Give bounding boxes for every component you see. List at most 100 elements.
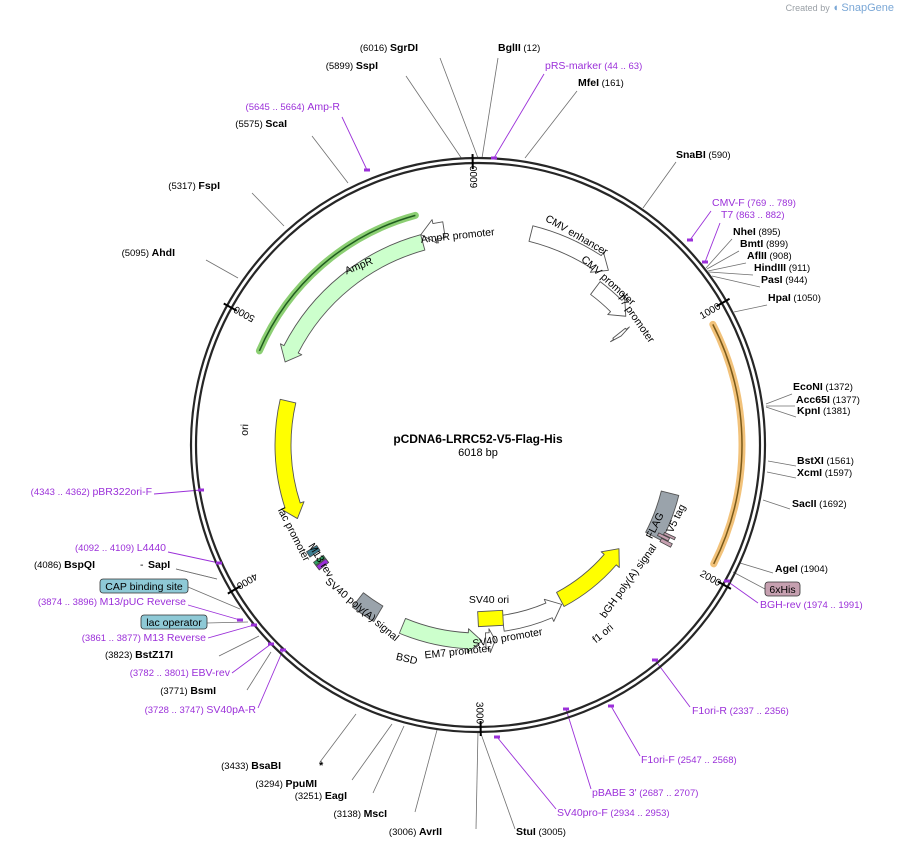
tick-label-2000: 2000 <box>698 569 723 590</box>
site-connector-bglii <box>481 57 499 159</box>
primer-connector-amp-r <box>341 116 368 171</box>
site-position: (3005) <box>536 827 566 838</box>
primer-range: (863 .. 882) <box>733 210 784 221</box>
site-name: AvrII <box>419 826 442 838</box>
site-connector-stui <box>479 730 516 830</box>
site-connector-avrii <box>475 730 479 830</box>
site-label-snabi: SnaBI (590) <box>676 149 731 161</box>
site-name: EcoNI <box>793 381 823 393</box>
primer-name: M13/pUC Reverse <box>100 596 187 608</box>
primer-mark-t7 <box>702 260 708 264</box>
plasmid-size: 6018 bp <box>458 447 498 459</box>
primer-name: SV40pro-F <box>557 807 608 819</box>
primer-mark-pbabe-3 <box>563 707 569 711</box>
site-name: KpnI <box>797 405 820 417</box>
lac-operator-block <box>312 554 326 566</box>
site-connector-bmti <box>706 250 740 270</box>
tick-mark-1000 <box>716 297 731 308</box>
primer-label-t7: T7 (863 .. 882) <box>721 209 785 221</box>
feature-arrows <box>255 211 746 654</box>
tick-mark-2000 <box>717 580 732 590</box>
green-highlight-line <box>258 214 416 352</box>
box-connector-6xhis <box>732 571 766 590</box>
feature-label-sv40-poly-a-signal: SV40 poly(A) signal <box>323 575 401 643</box>
primer-label-prs-marker: pRS-marker (44 .. 63) <box>545 60 642 72</box>
box-connector-lac-operator <box>206 621 249 624</box>
primer-name: CMV-F <box>712 197 745 209</box>
feature-ampr-promoter <box>420 219 446 244</box>
primer-mark-ebv-rev <box>268 642 274 646</box>
m13-rev-block <box>315 558 330 571</box>
primer-label-sv40pa-r: (3728 .. 3747) SV40pA-R <box>145 704 257 716</box>
primer-connector-sv40pro-f <box>496 736 557 810</box>
box-cap-binding-site <box>99 578 189 594</box>
site-position: (590) <box>706 150 731 161</box>
flag-tag-block <box>663 531 676 541</box>
site-name: PpuMI <box>286 778 318 790</box>
site-connector-bsmi <box>246 651 272 691</box>
feature-label-bsd: BSD <box>395 651 419 668</box>
site-position: (1377) <box>830 395 860 406</box>
site-label-agei: AgeI (1904) <box>775 563 828 575</box>
snapgene-logo-icon: ◖ <box>832 2 839 14</box>
site-label-sspi: (5899) SspI <box>326 60 378 72</box>
site-position: (3138) <box>334 809 364 820</box>
box-lac-operator <box>140 614 208 630</box>
site-label-mfei: MfeI (161) <box>578 77 624 89</box>
orange-highlight-line <box>712 324 743 565</box>
site-label-xcmi: XcmI (1597) <box>797 467 852 479</box>
site-connector-agei <box>739 562 774 574</box>
site-position: (3823) <box>105 650 135 661</box>
primer-range: (769 .. 789) <box>745 198 796 209</box>
site-label-pasi: PasI (944) <box>761 274 807 286</box>
primer-range: (2337 .. 2356) <box>727 706 789 717</box>
primer-range: (2934 .. 2953) <box>608 808 670 819</box>
primer-label-m13-reverse: (3861 .. 3877) M13 Reverse <box>82 632 206 644</box>
site-position: (1597) <box>822 468 852 479</box>
site-connector-hindiii <box>708 271 754 276</box>
credit-brand: SnapGene <box>841 2 894 14</box>
primer-name: M13 Reverse <box>144 632 207 644</box>
primer-mark-bgh-rev <box>724 579 730 583</box>
site-name: HpaI <box>768 292 791 304</box>
backbone-inner-ring <box>194 161 762 729</box>
primer-mark-cmv-f <box>687 238 693 242</box>
primer-connector-ebv-rev <box>231 643 272 674</box>
site-name: MfeI <box>578 77 599 89</box>
site-connector-snabi <box>642 161 677 209</box>
site-label-bstz17i: (3823) BstZ17I <box>105 649 173 661</box>
site-label-sacii: SacII (1692) <box>792 498 847 510</box>
feature-ampr <box>279 234 426 363</box>
site-name: SgrDI <box>390 42 418 54</box>
primer-sites: pRS-marker (44 .. 63)(5645 .. 5664) Amp-… <box>31 60 863 819</box>
bspqi-sapi-dash: - <box>140 559 144 571</box>
site-label-fspi: (5317) FspI <box>168 180 220 192</box>
site-connector-kpni <box>765 406 797 418</box>
feature-em7-promoter <box>485 628 496 654</box>
site-label-hpai: HpaI (1050) <box>768 292 821 304</box>
site-name: StuI <box>516 826 536 838</box>
primer-mark-m13-puc-reverse <box>237 618 243 622</box>
primer-name: L4440 <box>137 542 166 554</box>
site-name: BglII <box>498 42 521 54</box>
primer-range: (4092 .. 4109) <box>75 543 137 554</box>
primer-label-sv40pro-f: SV40pro-F (2934 .. 2953) <box>557 807 670 819</box>
credit-prefix: Created by <box>785 3 830 13</box>
site-position: (1561) <box>824 456 854 467</box>
site-connector-pasi <box>711 275 761 288</box>
site-name: SnaBI <box>676 149 706 161</box>
site-position: (5317) <box>168 181 198 192</box>
tick-label-5000: 5000 <box>232 303 257 324</box>
site-connector-sspi <box>405 75 463 160</box>
plasmid-name: pCDNA6-LRRC52-V5-Flag-His <box>393 432 563 446</box>
site-label-bglii: BglII (12) <box>498 42 540 54</box>
site-name: XcmI <box>797 467 822 479</box>
feature-cmv-enhancer <box>528 225 609 273</box>
site-name: EagI <box>325 790 347 802</box>
site-label-sgrdi: (6016) SgrDI <box>360 42 418 54</box>
site-name: BstZ17I <box>135 649 173 661</box>
site-label-hindiii: HindIII (911) <box>754 262 810 274</box>
site-position: (3251) <box>295 791 325 802</box>
primer-connector-cmv-f <box>689 210 712 241</box>
primer-mark-sv40pa-r <box>280 648 286 652</box>
